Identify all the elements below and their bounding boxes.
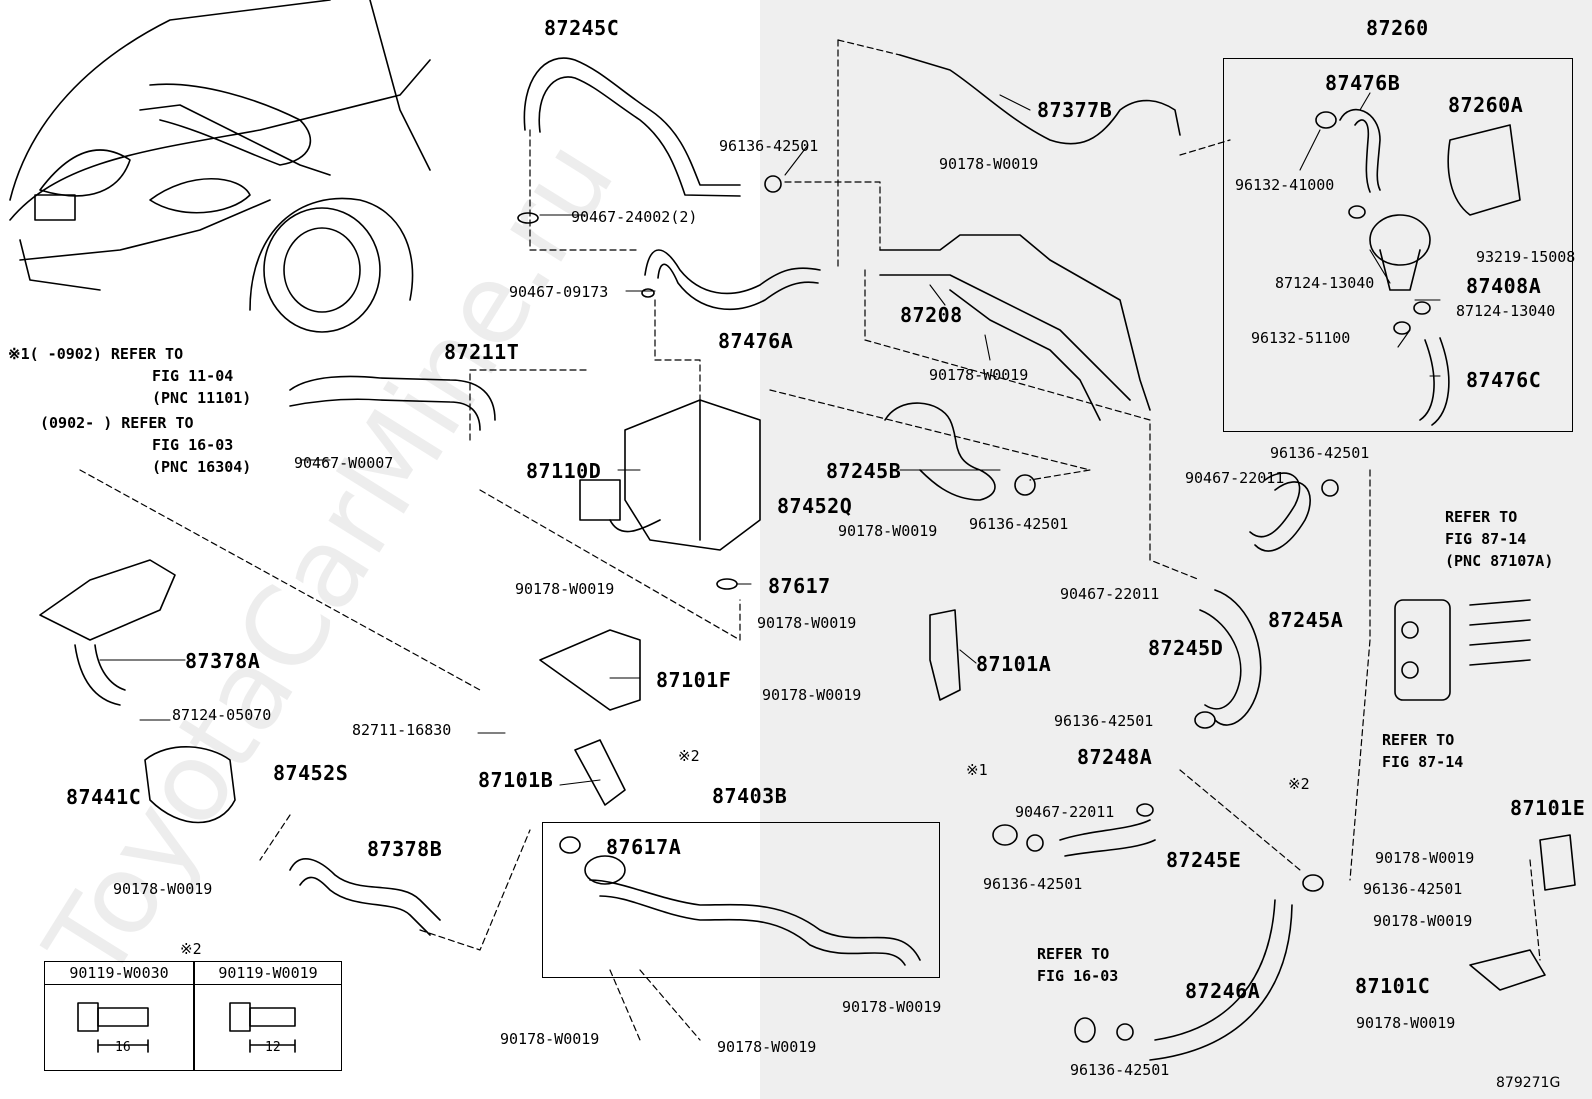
part-87403B: 87403B — [712, 784, 788, 808]
part-90178-W0019-h: 90178-W0019 — [113, 880, 213, 898]
part-87248A: 87248A — [1077, 745, 1153, 769]
note2-line2: FIG 16-03 — [152, 436, 234, 454]
part-90467-22011-a: 90467-22011 — [1185, 469, 1285, 487]
part-87124-13040-a: 87124-13040 — [1275, 274, 1375, 292]
part-87124-13040-b: 87124-13040 — [1456, 302, 1556, 320]
part-90178-W0019-k: 90178-W0019 — [1356, 1014, 1456, 1032]
part-93219-15008: 93219-15008 — [1476, 248, 1576, 266]
figure-code: 879271G — [1496, 1075, 1561, 1091]
part-96136-42501-e: 96136-42501 — [983, 875, 1083, 893]
part-87101A: 87101A — [976, 652, 1052, 676]
part-90178-W0019-f: 90178-W0019 — [762, 686, 862, 704]
part-90178-W0019-l2: 90178-W0019 — [717, 1038, 817, 1056]
mark-note2-a: ※2 — [678, 747, 700, 765]
vehicle-sketch — [9, 0, 431, 333]
part-82711-16830: 82711-16830 — [352, 721, 452, 739]
bolt-col2-length: 12 — [265, 1040, 281, 1055]
part-90467-09173: 90467-09173 — [509, 283, 609, 301]
fig87-14a-line1: REFER TO — [1445, 508, 1518, 526]
part-87408A: 87408A — [1466, 274, 1542, 298]
part-87260: 87260 — [1366, 16, 1429, 40]
shaded-area — [760, 0, 1592, 1099]
part-87245C: 87245C — [544, 16, 620, 40]
part-90178-W0019-g: 90178-W0019 — [1375, 849, 1475, 867]
fig87-14b-line1: REFER TO — [1382, 731, 1455, 749]
part-87452S: 87452S — [273, 761, 349, 785]
note1-line1: ※1( -0902) REFER TO — [8, 345, 184, 363]
part-87101B: 87101B — [478, 768, 554, 792]
part-87617A: 87617A — [606, 835, 682, 859]
mark-note1: ※1 — [966, 761, 988, 779]
part-87260A: 87260A — [1448, 93, 1524, 117]
fig87-14b-line2: FIG 87-14 — [1382, 753, 1464, 771]
part-90178-W0019-a: 90178-W0019 — [939, 155, 1039, 173]
fig87-14a-line3: (PNC 87107A) — [1445, 552, 1554, 570]
note2-line1: (0902- ) REFER TO — [40, 414, 194, 432]
part-87617: 87617 — [768, 574, 831, 598]
part-96136-42501-a: 96136-42501 — [719, 137, 819, 155]
bolt-table: 90119-W0030 90119-W0019 16 12 — [44, 961, 342, 1071]
part-87245A: 87245A — [1268, 608, 1344, 632]
part-87476C: 87476C — [1466, 368, 1542, 392]
bolt-col1-header: 90119-W0030 — [45, 962, 193, 985]
part-87245B: 87245B — [826, 459, 902, 483]
clamps — [517, 111, 1431, 1043]
part-90467-22011-b: 90467-22011 — [1060, 585, 1160, 603]
part-87245D: 87245D — [1148, 636, 1224, 660]
part-90178-W0019-j: 90178-W0019 — [842, 998, 942, 1016]
part-87476B: 87476B — [1325, 71, 1401, 95]
part-90178-W0019-i: 90178-W0019 — [1373, 912, 1473, 930]
assembly-box-87260 — [1223, 58, 1573, 432]
note1-line2: FIG 11-04 — [152, 367, 234, 385]
part-96132-41000: 96132-41000 — [1235, 176, 1335, 194]
fig16-03-line2: FIG 16-03 — [1037, 967, 1119, 985]
part-87246A: 87246A — [1185, 979, 1261, 1003]
part-96132-51100: 96132-51100 — [1251, 329, 1351, 347]
part-90178-W0019-l: 90178-W0019 — [500, 1030, 600, 1048]
bolt-col1-length: 16 — [115, 1040, 131, 1055]
part-90467-24002: 90467-24002(2) — [571, 208, 698, 226]
part-90178-W0019-d: 90178-W0019 — [515, 580, 615, 598]
part-96136-42501-f: 96136-42501 — [1363, 880, 1463, 898]
part-90178-W0019-c: 90178-W0019 — [838, 522, 938, 540]
note1-line3: (PNC 11101) — [152, 389, 252, 407]
part-87211T: 87211T — [444, 340, 520, 364]
part-87441C: 87441C — [66, 785, 142, 809]
part-87245E: 87245E — [1166, 848, 1242, 872]
part-96136-42501-b: 96136-42501 — [969, 515, 1069, 533]
part-90178-W0019-b: 90178-W0019 — [929, 366, 1029, 384]
part-87208: 87208 — [900, 303, 963, 327]
part-96136-42501-d: 96136-42501 — [1054, 712, 1154, 730]
fig16-03-line1: REFER TO — [1037, 945, 1110, 963]
part-87378A: 87378A — [185, 649, 261, 673]
part-87101C: 87101C — [1355, 974, 1431, 998]
mark-note2-b: ※2 — [1288, 775, 1310, 793]
part-87101F: 87101F — [656, 668, 732, 692]
part-87101E: 87101E — [1510, 796, 1586, 820]
part-87452Q: 87452Q — [777, 494, 853, 518]
bolt-drawings — [77, 1002, 296, 1053]
part-87476A: 87476A — [718, 329, 794, 353]
part-87377B: 87377B — [1037, 98, 1113, 122]
part-90467-22011-c: 90467-22011 — [1015, 803, 1115, 821]
part-87110D: 87110D — [526, 459, 602, 483]
part-90178-W0019-e: 90178-W0019 — [757, 614, 857, 632]
part-87378B: 87378B — [367, 837, 443, 861]
bolt-col2-header: 90119-W0019 — [195, 962, 341, 985]
bolt-table-divider — [193, 962, 195, 1070]
mark-note2-table: ※2 — [180, 940, 202, 958]
note2-line3: (PNC 16304) — [152, 458, 252, 476]
fig87-14a-line2: FIG 87-14 — [1445, 530, 1527, 548]
part-87124-05070: 87124-05070 — [172, 706, 272, 724]
part-96136-42501-c: 96136-42501 — [1270, 444, 1370, 462]
part-90467-W0007: 90467-W0007 — [294, 454, 394, 472]
part-96136-42501-g: 96136-42501 — [1070, 1061, 1170, 1079]
assembly-box-87403b — [542, 822, 940, 978]
